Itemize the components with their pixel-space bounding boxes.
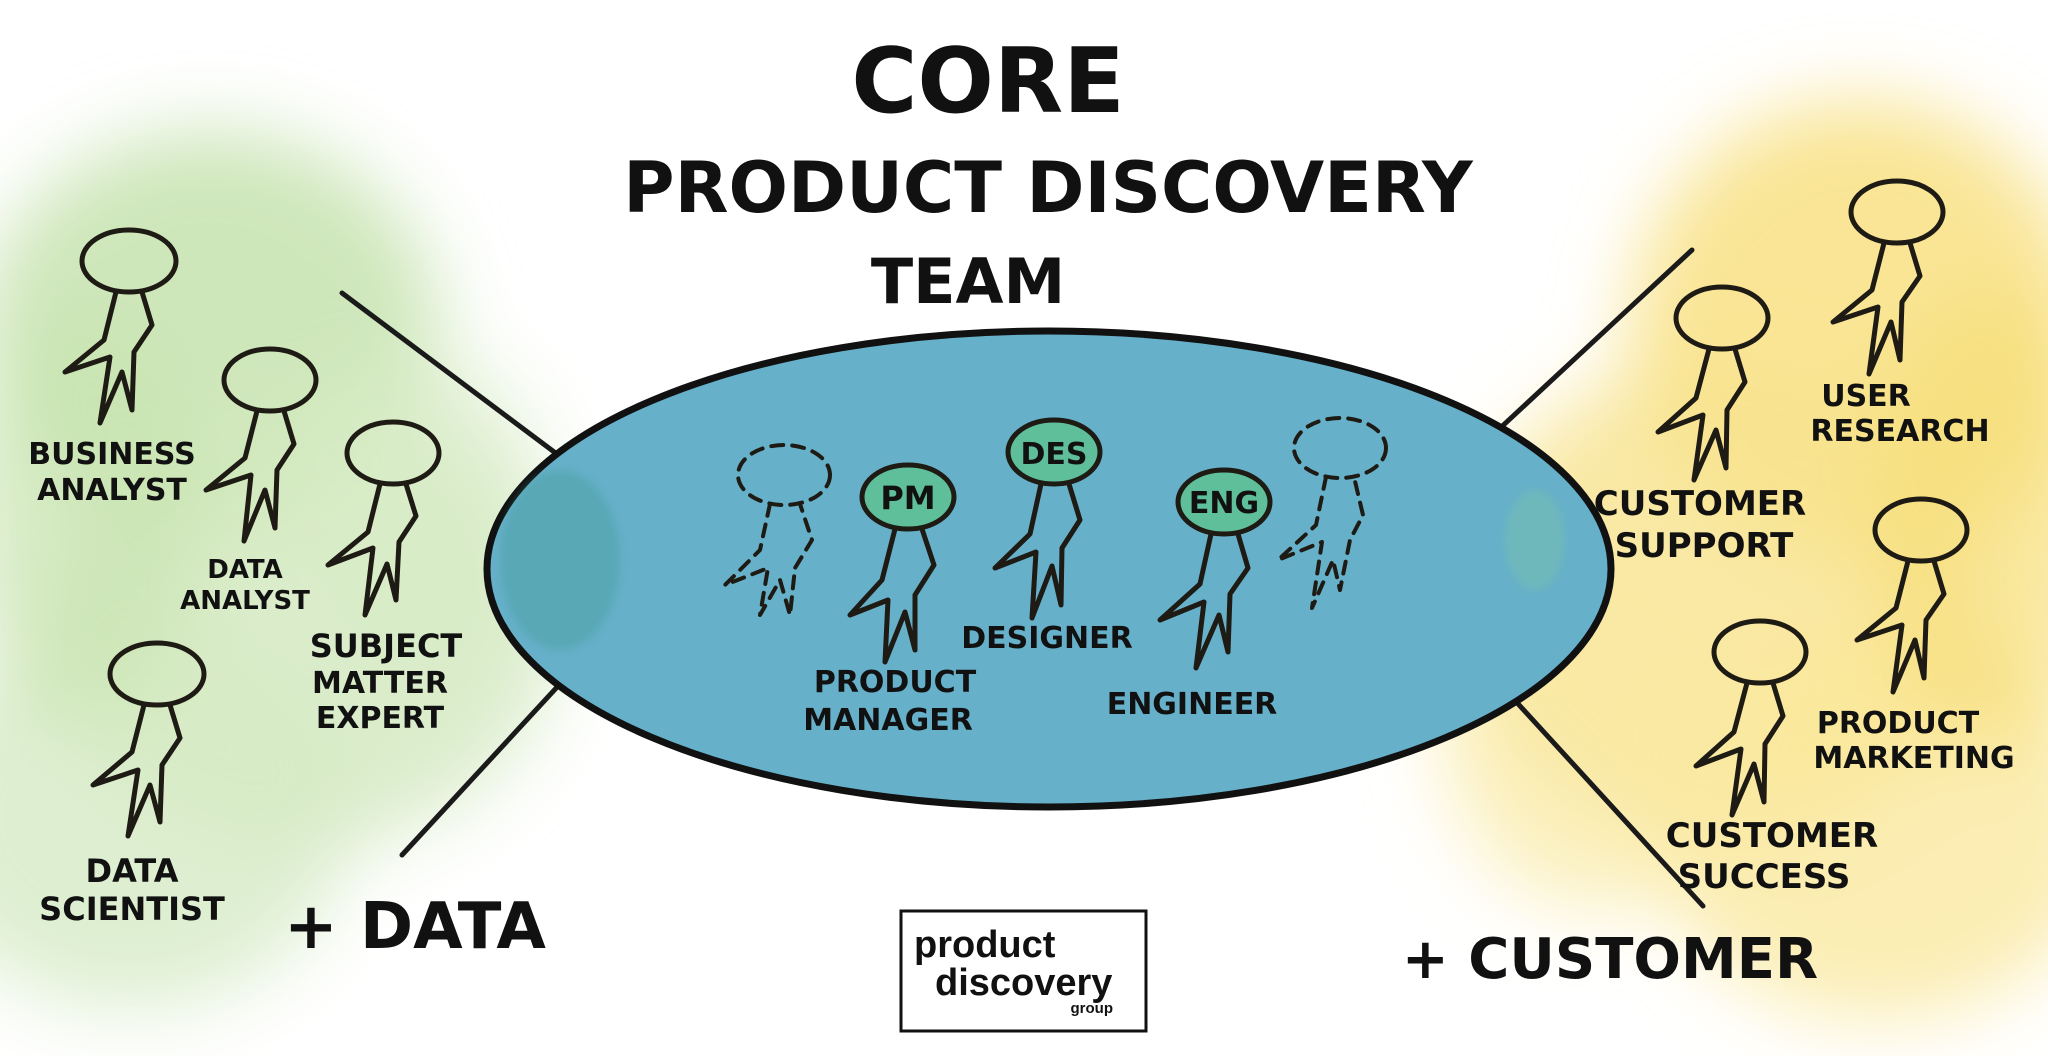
data-analyst-label-1: DATA	[207, 555, 283, 585]
user-research-label-1: USER	[1821, 379, 1911, 414]
core-member-product-manager: PM PRODUCT MANAGER	[803, 462, 977, 738]
data-group-label: + DATA	[284, 890, 546, 964]
diagram-title: CORE PRODUCT DISCOVERY TEAM	[623, 29, 1474, 318]
user-research-label-2: RESEARCH	[1810, 414, 1989, 449]
core-team-ellipse-texture-right	[1505, 490, 1565, 590]
engineer-head	[1175, 467, 1273, 537]
placeholder-person-left	[723, 443, 832, 617]
core-team-ellipse-texture	[500, 470, 620, 650]
data-member-business-analyst: BUSINESS ANALYST	[28, 227, 196, 508]
customer-success-label-2: SUCCESS	[1678, 857, 1851, 897]
subject-matter-expert-label-1: SUBJECT	[310, 627, 463, 665]
customer-success-label-1: CUSTOMER	[1666, 816, 1878, 856]
designer-head	[1005, 417, 1103, 487]
title-line-1: CORE	[851, 29, 1124, 134]
customer-member-product-marketing: PRODUCT MARKETING	[1813, 496, 2015, 776]
customer-support-label-1: CUSTOMER	[1594, 484, 1806, 524]
designer-badge: DES	[1020, 437, 1087, 472]
engineer-badge: ENG	[1189, 486, 1259, 521]
business-analyst-label-2: ANALYST	[37, 473, 187, 508]
product-marketing-label-1: PRODUCT	[1817, 706, 1980, 741]
customer-group-label: + CUSTOMER	[1402, 927, 1818, 992]
logo-frame	[899, 909, 1148, 1033]
product-discovery-group-logo: product discovery group	[899, 909, 1148, 1033]
data-scientist-label-1: DATA	[86, 852, 179, 890]
product-manager-head	[859, 462, 957, 532]
data-scientist-label-2: SCIENTIST	[39, 890, 225, 928]
data-member-data-scientist: DATA SCIENTIST	[39, 640, 225, 928]
product-manager-label-2: MANAGER	[803, 703, 973, 738]
logo-line-2: discovery	[935, 962, 1112, 1004]
product-manager-badge: PM	[880, 479, 935, 517]
subject-matter-expert-label-3: EXPERT	[316, 701, 445, 736]
customer-member-customer-success: CUSTOMER SUCCESS	[1666, 618, 1878, 897]
customer-member-customer-support: CUSTOMER SUPPORT	[1594, 284, 1806, 566]
data-analyst-label-2: ANALYST	[180, 586, 310, 616]
title-line-3: TEAM	[871, 245, 1065, 318]
subject-matter-expert-label-2: MATTER	[312, 666, 448, 701]
business-analyst-label-1: BUSINESS	[28, 437, 195, 472]
data-member-data-analyst: DATA ANALYST	[180, 346, 319, 616]
product-marketing-label-2: MARKETING	[1813, 741, 2014, 776]
logo-line-1: product	[914, 924, 1056, 966]
placeholder-person-right	[1276, 416, 1388, 610]
customer-support-label-2: SUPPORT	[1615, 526, 1794, 566]
designer-label: DESIGNER	[961, 621, 1133, 656]
logo-line-3: group	[1071, 1000, 1114, 1017]
engineer-label: ENGINEER	[1107, 687, 1278, 722]
title-line-2: PRODUCT DISCOVERY	[623, 147, 1474, 229]
customer-member-user-research: USER RESEARCH	[1810, 178, 1990, 449]
core-member-designer: DES DESIGNER	[961, 417, 1133, 656]
data-member-subject-matter-expert: SUBJECT MATTER EXPERT	[310, 419, 463, 736]
product-manager-label-1: PRODUCT	[814, 665, 977, 700]
core-member-engineer: ENG ENGINEER	[1107, 467, 1278, 722]
